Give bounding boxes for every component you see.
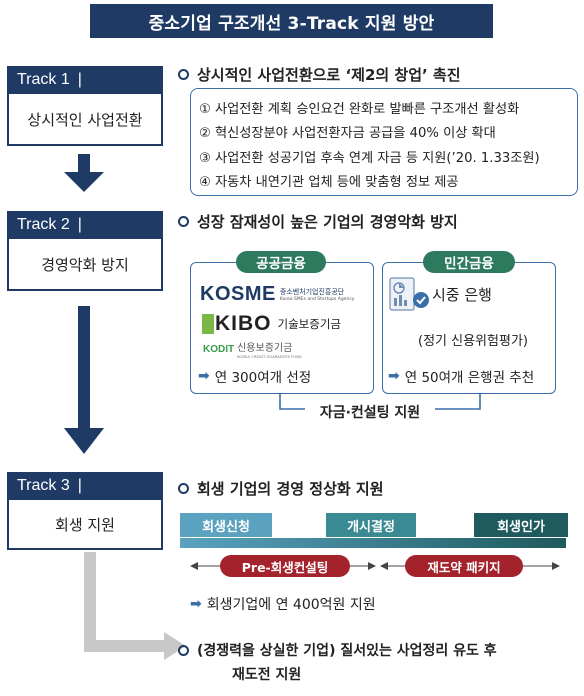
private-finance-line2: (정기 신용위험평가) [418, 334, 528, 349]
track-1-item: ④ 자동차 내연기관 업체 등에 맞춤형 정보 제공 [199, 175, 459, 191]
support-label: 자금·컨설팅 지원 [305, 402, 435, 422]
public-finance-result-text: 연 300여개 선정 [214, 370, 312, 386]
kodit-en: KOREA CREDIT GUARANTEE FUND [237, 354, 302, 359]
divider: | [77, 477, 82, 494]
private-finance-result: ➡ 연 50여개 은행권 추천 [388, 366, 534, 386]
divider: | [77, 71, 82, 88]
track-3-name: 회생 지원 [7, 500, 163, 550]
track-3-result-text: 회생기업에 연 400억원 지원 [206, 597, 376, 613]
private-finance-pill: 민간금융 [423, 251, 515, 273]
bullet-icon [178, 483, 189, 494]
page-title: 중소기업 구조개선 3-Track 지원 방안 [90, 4, 493, 38]
kosme-logo-text: KOSME [200, 283, 276, 305]
kodit-logo-text: KODIT [203, 343, 235, 355]
public-finance-pill: 공공금융 [236, 251, 326, 273]
track-3-result: ➡ 회생기업에 연 400억원 지원 [190, 594, 376, 614]
track-3-label-text: Track 3 [17, 477, 70, 494]
track-1-item: ① 사업전환 계획 승인요건 완화로 발빠른 구조개선 활성화 [199, 101, 520, 117]
kodit-name: 신용보증기금 [237, 343, 293, 354]
kosme-name: 중소벤처기업진흥공단 [279, 288, 345, 296]
divider: | [77, 216, 82, 233]
gray-elbow-arrow-icon [84, 552, 186, 660]
right-arrow-icon: ➡ [198, 368, 210, 384]
right-arrow-icon: ➡ [388, 368, 400, 384]
bullet-icon [178, 69, 189, 80]
stage-2: 개시결정 [326, 513, 416, 537]
phase-recovery-package: 재도약 패키지 [405, 555, 523, 577]
kibo-logo-text: KIBO [215, 312, 272, 335]
phase-pre-consulting: Pre-회생컨설팅 [220, 555, 350, 577]
kibo-mark [202, 314, 214, 334]
track-3-last-line1: (경쟁력을 상실한 기업) 질서있는 사업정리 유도 후 [197, 643, 497, 659]
track-1-item: ② 혁신성장분야 사업전환자금 공급을 40% 이상 확대 [199, 126, 496, 142]
kodit-logo: KODIT 신용보증기금 KOREA CREDIT GUARANTEE FUND [203, 339, 302, 359]
track-3-last-line2: 재도전 지원 [232, 667, 302, 683]
track-1-items-box: ① 사업전환 계획 승인요건 완화로 발빠른 구조개선 활성화 ② 혁신성장분야… [190, 88, 578, 196]
track-1-item: ③ 사업전환 성공기업 후속 연계 자금 등 지원(’20. 1.33조원) [199, 150, 540, 166]
track-2-label: Track 2 | [7, 211, 163, 239]
kibo-name: 기술보증기금 [277, 317, 341, 331]
track-3-heading-text: 회생 기업의 경영 정상화 지원 [197, 480, 384, 498]
track-1-label: Track 1 | [7, 66, 163, 94]
track-3-last-heading: (경쟁력을 상실한 기업) 질서있는 사업정리 유도 후 [178, 640, 497, 660]
track-3-heading: 회생 기업의 경영 정상화 지원 [178, 478, 384, 499]
public-finance-box [190, 262, 374, 394]
kosme-en: Korea SMEs and Startups Agency [279, 297, 355, 302]
track-1-heading-text: 상시적인 사업전환으로 ‘제2의 창업’ 촉진 [197, 66, 461, 84]
kibo-logo: KIBO 기술보증기금 [202, 312, 341, 336]
track-3-label: Track 3 | [7, 472, 163, 500]
stage-1: 회생신청 [180, 513, 272, 537]
bullet-icon [178, 644, 189, 656]
private-finance-line1: 시중 은행 [432, 286, 492, 304]
right-arrow-icon: ➡ [190, 596, 202, 612]
private-finance-result-text: 연 50여개 은행권 추천 [404, 370, 535, 386]
bullet-icon [178, 216, 189, 227]
bank-document-icon [389, 277, 429, 311]
track-1-label-text: Track 1 [17, 71, 70, 88]
track-2-heading-text: 성장 잠재성이 높은 기업의 경영악화 방지 [197, 213, 458, 231]
public-finance-result: ➡ 연 300여개 선정 [198, 366, 311, 386]
track-2-label-text: Track 2 [17, 216, 70, 233]
down-arrow-icon [64, 154, 104, 192]
track-1-heading: 상시적인 사업전환으로 ‘제2의 창업’ 촉진 [178, 64, 461, 85]
timeline-bar [180, 538, 566, 548]
down-arrow-long-icon [64, 306, 104, 454]
track-2-heading: 성장 잠재성이 높은 기업의 경영악화 방지 [178, 211, 458, 232]
track-2-name: 경영악화 방지 [7, 239, 163, 291]
stage-3: 회생인가 [474, 513, 568, 537]
kosme-logo: KOSME 중소벤처기업진흥공단 Korea SMEs and Startups… [200, 283, 354, 306]
track-1-name: 상시적인 사업전환 [7, 94, 163, 146]
